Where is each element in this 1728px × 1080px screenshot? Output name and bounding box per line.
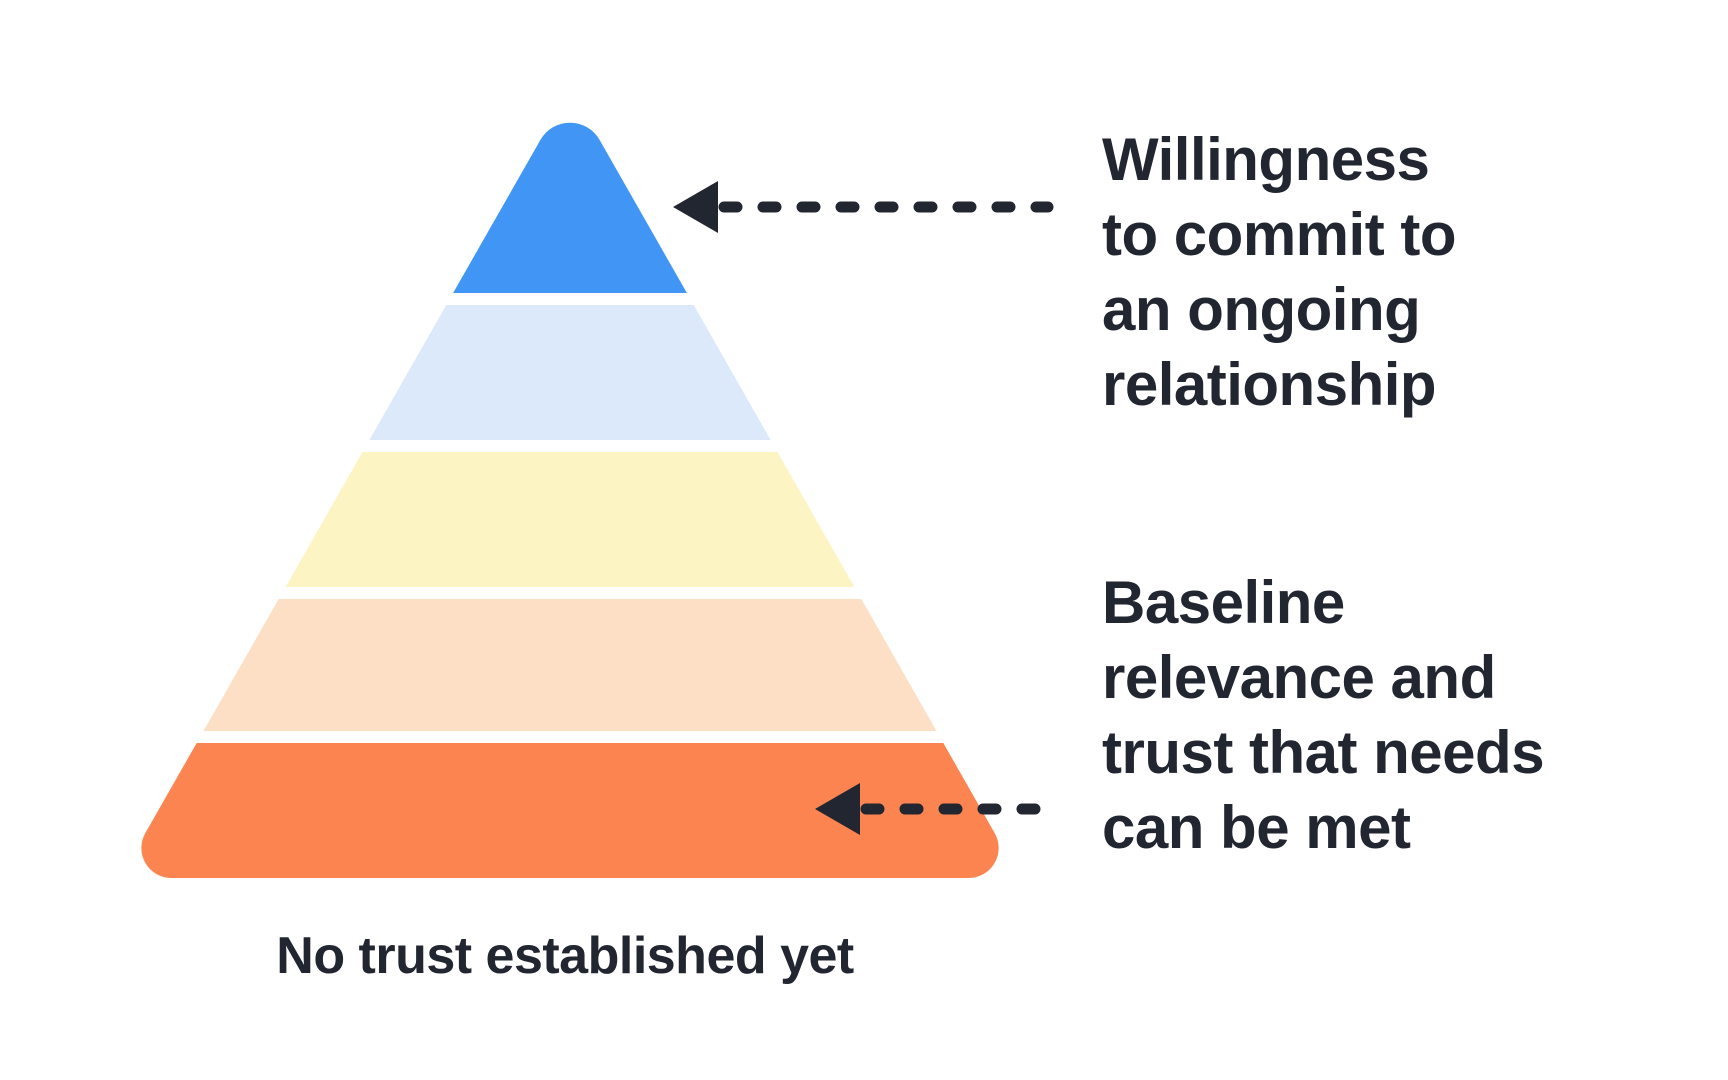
arrowhead-bottom-icon <box>815 783 860 835</box>
annotation-bottom-label: Baseline relevance and trust that needs … <box>1102 565 1545 865</box>
pyramid-layer-tier-2 <box>203 599 937 731</box>
annotation-line: trust that needs <box>1102 719 1545 786</box>
arrowhead-top-icon <box>673 181 718 233</box>
annotation-line: Baseline <box>1102 569 1345 636</box>
annotation-line: an ongoing <box>1102 276 1421 343</box>
pyramid-layer-tier-4 <box>369 305 771 440</box>
annotation-line: can be met <box>1102 794 1411 861</box>
pyramid-caption: No trust established yet <box>276 927 854 985</box>
pyramid-layer-tier-5-top <box>453 122 687 294</box>
pyramid-layer-tier-3 <box>285 452 855 587</box>
annotation-line: relevance and <box>1102 644 1496 711</box>
pyramid-layer-tier-1-base <box>141 743 999 878</box>
annotation-line: Willingness <box>1102 126 1430 193</box>
annotation-top-label: Willingness to commit to an ongoing rela… <box>1102 122 1456 422</box>
annotation-line: to commit to <box>1102 201 1456 268</box>
annotation-line: relationship <box>1102 351 1437 418</box>
